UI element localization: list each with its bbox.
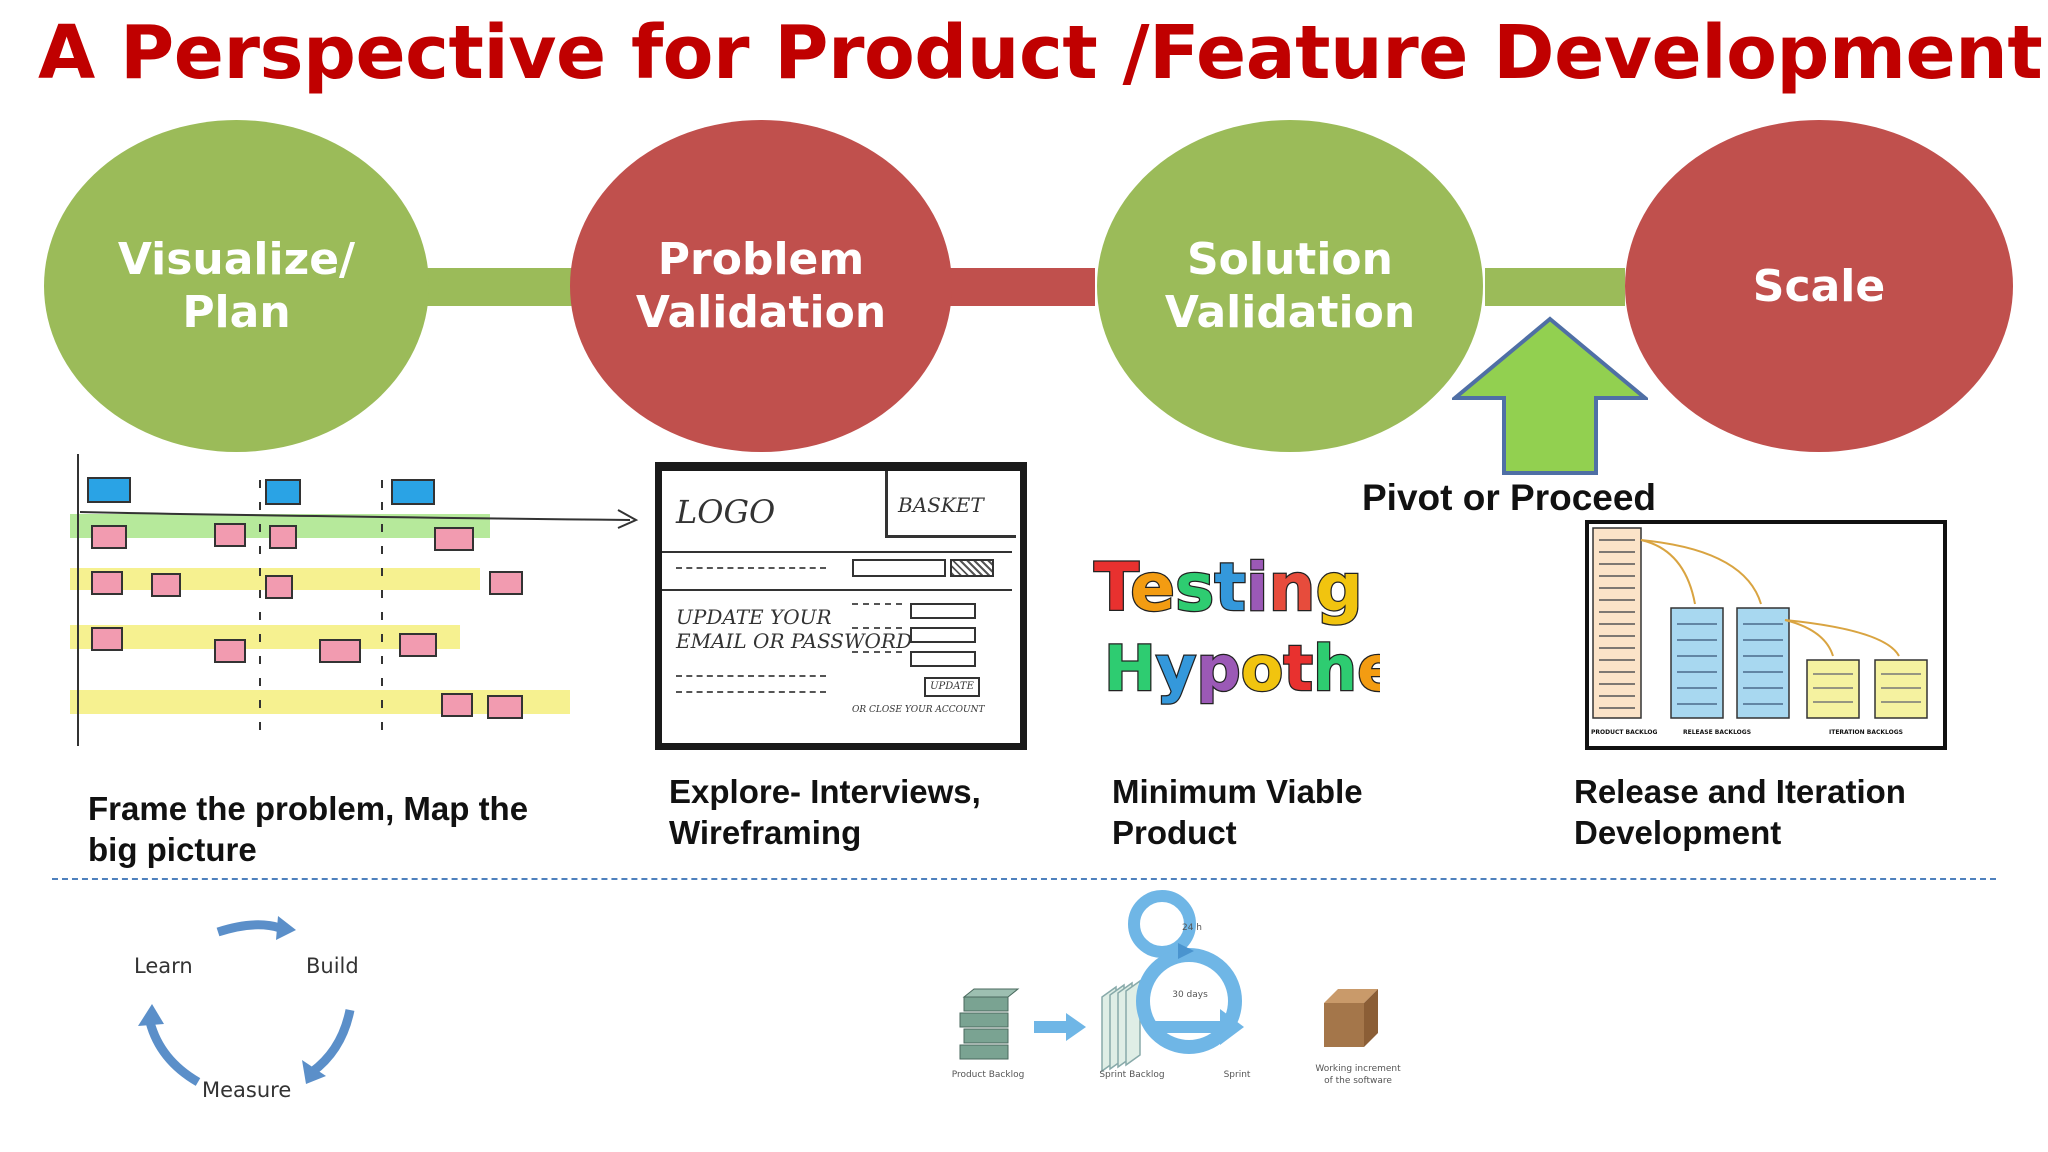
wireframe-update-line2: EMAIL OR PASSWORD	[676, 629, 913, 653]
scrum-sprint-backlog-label: Sprint Backlog	[1099, 1070, 1164, 1080]
stage-label-line1: Visualize/	[117, 234, 356, 285]
scrum-increment-label-2: of the software	[1324, 1076, 1392, 1086]
caption-line2: Wireframing	[669, 814, 862, 851]
wireframe-update-button: UPDATE	[924, 677, 980, 697]
caption-line1: Explore- Interviews,	[669, 773, 981, 810]
sprint-cycle-icon	[1136, 948, 1242, 1054]
page-title: A Perspective for Product /Feature Devel…	[38, 10, 2043, 96]
pivot-arrow-icon	[1452, 316, 1648, 475]
backlog-chart: PRODUCT BACKLOG RELEASE BACKLOGS ITERATI…	[1585, 520, 1947, 750]
connector-3	[1485, 268, 1625, 306]
testing-hypothesis-sign: Testing A Hypothesis	[1093, 548, 1380, 707]
software-increment-icon	[1324, 989, 1378, 1047]
scrum-process-diagram: 24 h 30 days Product Backlog Sprint Back…	[952, 890, 1401, 1086]
pivot-or-proceed-label: Pivot or Proceed	[1362, 477, 1657, 518]
stage-label-line2: Plan	[182, 287, 291, 338]
scrum-increment-label-1: Working increment	[1315, 1064, 1401, 1074]
dashed-divider	[52, 878, 1996, 880]
stage-label-line1: Problem	[657, 234, 865, 285]
scrum-30days-label: 30 days	[1172, 990, 1208, 1000]
caption-frame-problem: Frame the problem, Map the big picture	[88, 788, 528, 870]
arrow-icon	[1148, 1009, 1244, 1045]
caption-line2: Development	[1574, 814, 1782, 851]
sprint-backlog-icon	[1101, 979, 1141, 1073]
wireframe-logo: LOGO	[676, 493, 776, 531]
cycle-arrows-icon	[138, 916, 355, 1086]
stage-label-line2: Validation	[1164, 287, 1416, 338]
arrow-icon	[1034, 1013, 1086, 1041]
stage-label-line1: Scale	[1752, 260, 1886, 312]
stage-label-line1: Solution	[1186, 234, 1393, 285]
cycle-learn-label: Learn	[134, 954, 193, 978]
stage-scale: Scale	[1625, 120, 2013, 452]
caption-line2: big picture	[88, 831, 257, 868]
caption-line1: Frame the problem, Map the	[88, 790, 529, 827]
caption-line2: Product	[1112, 814, 1237, 851]
daily-cycle-icon	[1128, 890, 1196, 958]
release-backlogs-label: RELEASE BACKLOGS	[1683, 729, 1751, 736]
hypothesis-line: Hypothesis	[1104, 632, 1380, 705]
scrum-product-backlog-label: Product Backlog	[952, 1070, 1025, 1080]
testing-line: Testing A	[1094, 549, 1380, 626]
wireframe-basket: BASKET	[898, 493, 984, 517]
caption-line1: Release and Iteration	[1574, 773, 1906, 810]
stage-label-line2: Validation	[635, 287, 887, 338]
story-map-sketch	[70, 454, 639, 746]
stage-visualize-plan: Visualize/Plan	[44, 120, 429, 452]
learn-build-measure-cycle: Learn Build Measure	[120, 900, 400, 1110]
connector-2	[945, 268, 1095, 306]
wireframe-close-text: OR CLOSE YOUR ACCOUNT	[852, 705, 985, 715]
iteration-backlogs-label: ITERATION BACKLOGS	[1829, 729, 1903, 736]
caption-explore: Explore- Interviews, Wireframing	[669, 771, 981, 853]
connector-1	[425, 268, 575, 306]
scrum-24h-label: 24 h	[1182, 923, 1202, 933]
wireframe-update-line1: UPDATE YOUR	[676, 605, 832, 629]
caption-line1: Minimum Viable	[1112, 773, 1363, 810]
product-backlog-stack-icon	[959, 988, 1020, 1060]
cycle-measure-label: Measure	[202, 1078, 292, 1102]
cycle-build-label: Build	[306, 954, 359, 978]
product-backlog-label: PRODUCT BACKLOG	[1591, 729, 1658, 736]
scrum-sprint-label: Sprint	[1224, 1070, 1251, 1080]
